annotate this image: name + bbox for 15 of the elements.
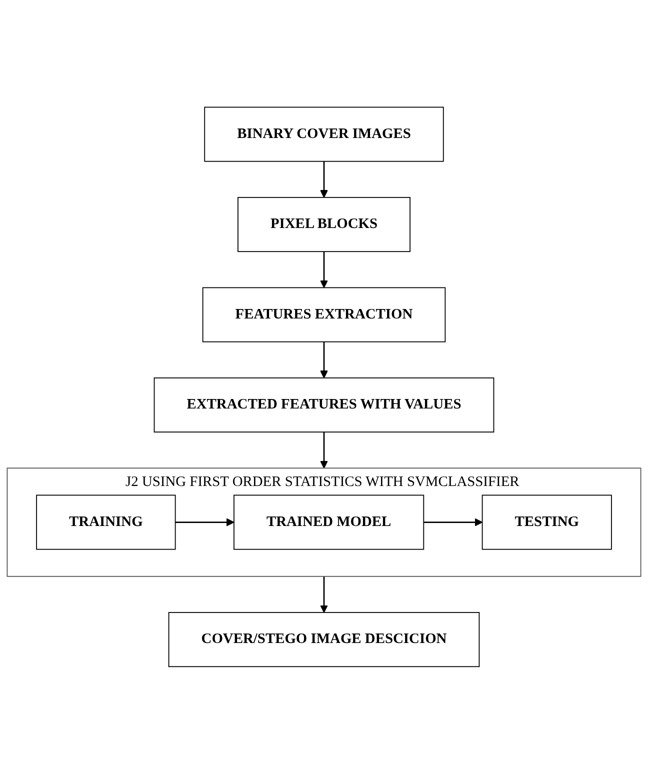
node-box: EXTRACTED FEATURES WITH VALUES	[154, 378, 494, 433]
arrow	[320, 161, 328, 198]
node-box: TRAINED MODEL	[234, 494, 424, 550]
node-box: COVER/STEGO IMAGE DESCICION	[168, 612, 480, 668]
node-box: FEATURES EXTRACTION	[202, 287, 446, 342]
node-box: PIXEL BLOCKS	[238, 197, 410, 252]
node-box: BINARY COVER IMAGES	[204, 106, 444, 162]
node-box: TESTING	[482, 494, 612, 550]
arrow	[424, 518, 483, 526]
arrow	[320, 252, 328, 288]
arrow	[320, 432, 328, 469]
node-box: TRAINING	[36, 494, 176, 550]
arrow	[320, 342, 328, 378]
arrow	[175, 518, 234, 526]
arrow	[320, 576, 328, 613]
